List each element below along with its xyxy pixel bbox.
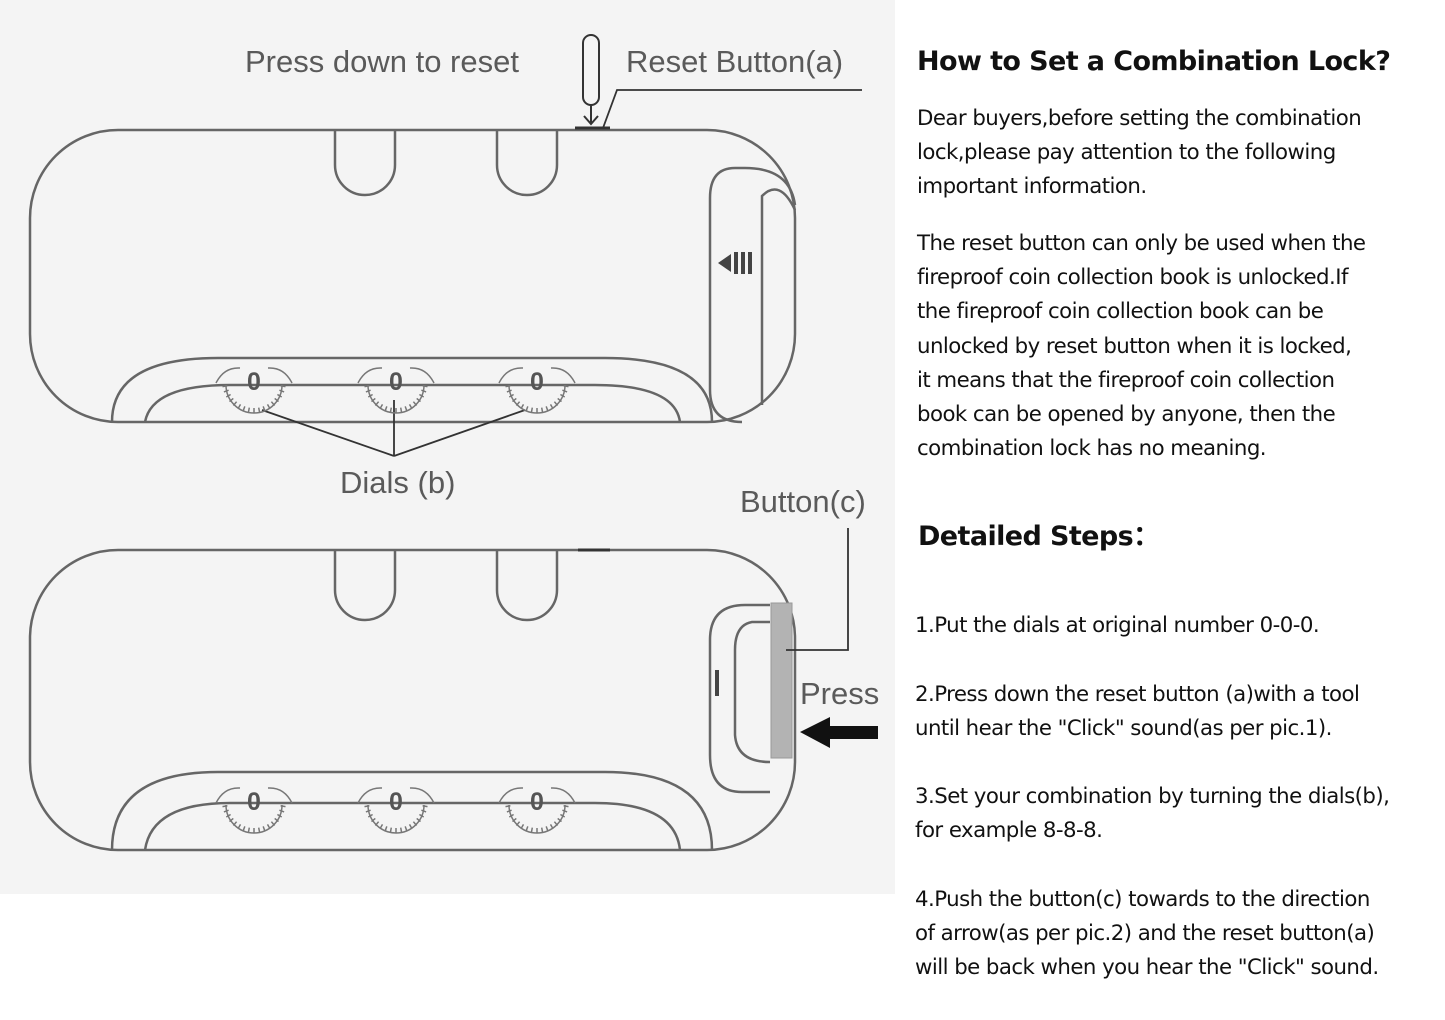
reset-button-label: Reset Button(a) xyxy=(626,44,843,79)
instructions-panel: How to Set a Combination Lock? Dear buye… xyxy=(915,40,1440,980)
step-1: 1.Put the dials at original number 0-0-0… xyxy=(915,613,1320,639)
dial-digit: 0 xyxy=(530,788,544,816)
dial-wheel: 0 xyxy=(357,787,435,834)
dials-group-top: 0 0 0 xyxy=(215,367,576,414)
step-3: 3.Set your combination by turning the di… xyxy=(915,784,1390,844)
button-housing-bottom xyxy=(708,603,770,794)
lock-body-top xyxy=(28,128,797,424)
shackle-slot-left xyxy=(333,130,397,197)
steps-list: 1.Put the dials at original number 0-0-0… xyxy=(915,575,1445,1020)
dial-wheel: 0 xyxy=(215,787,293,834)
dial-digit: 0 xyxy=(389,368,403,396)
button-c xyxy=(770,602,793,759)
dials-label: Dials (b) xyxy=(340,465,455,500)
dial-window-bottom xyxy=(110,770,714,850)
reset-button-a xyxy=(575,34,862,130)
steps-heading: Detailed Steps： xyxy=(918,521,1160,552)
left-arrow-icon xyxy=(800,717,878,748)
intro-paragraph: Dear buyers,before setting the combinati… xyxy=(917,106,1362,200)
dial-digit: 0 xyxy=(247,368,261,396)
dial-digit: 0 xyxy=(530,368,544,396)
dials-group-bottom: 0 0 0 xyxy=(215,787,576,834)
dial-wheel: 0 xyxy=(215,367,293,414)
slider-mark-icon xyxy=(718,252,752,274)
press-label: Press xyxy=(800,676,879,711)
press-down-label: Press down to reset xyxy=(245,44,519,79)
dial-digit: 0 xyxy=(389,788,403,816)
warning-paragraph: The reset button can only be used when t… xyxy=(917,231,1366,462)
lock-diagram: 0 0 0 0 0 0 Press down to reset Reset Button… xyxy=(28,34,879,852)
shackle-slot-right xyxy=(495,550,559,622)
dial-digit: 0 xyxy=(247,788,261,816)
step-2: 2.Press down the reset button (a)with a … xyxy=(915,681,1360,741)
button-c-leader xyxy=(786,528,849,651)
dial-wheel: 0 xyxy=(357,367,435,414)
dial-wheel: 0 xyxy=(498,787,576,834)
step-4: 4.Push the button(c) towards to the dire… xyxy=(915,886,1379,981)
button-c-label: Button(c) xyxy=(740,484,866,519)
shackle-slot-left xyxy=(333,550,397,622)
button-housing-top xyxy=(708,166,797,424)
page-title: How to Set a Combination Lock? xyxy=(917,46,1391,77)
lock-diagram-panel: 0 0 0 0 0 0 Press down to reset Reset Button… xyxy=(0,0,895,894)
shackle-slot-right xyxy=(495,130,559,197)
dial-wheel: 0 xyxy=(498,367,576,414)
dials-leader-lines xyxy=(261,400,526,457)
button-c-mark xyxy=(715,670,719,696)
dial-window-top xyxy=(110,356,714,422)
lock-body-bottom xyxy=(28,548,797,852)
